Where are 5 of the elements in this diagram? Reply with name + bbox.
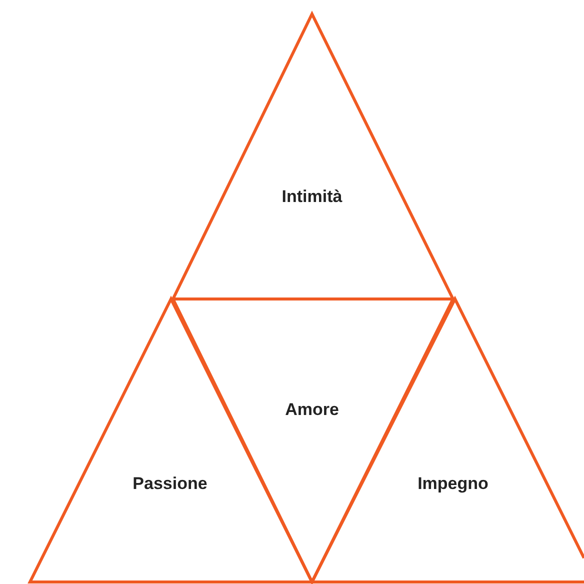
shape-label: Amore (285, 400, 339, 420)
shape-label: Intimità (282, 187, 342, 207)
triangle (171, 12, 455, 299)
shape-label: Impegno (418, 474, 488, 494)
shape-label: Passione (132, 474, 208, 494)
